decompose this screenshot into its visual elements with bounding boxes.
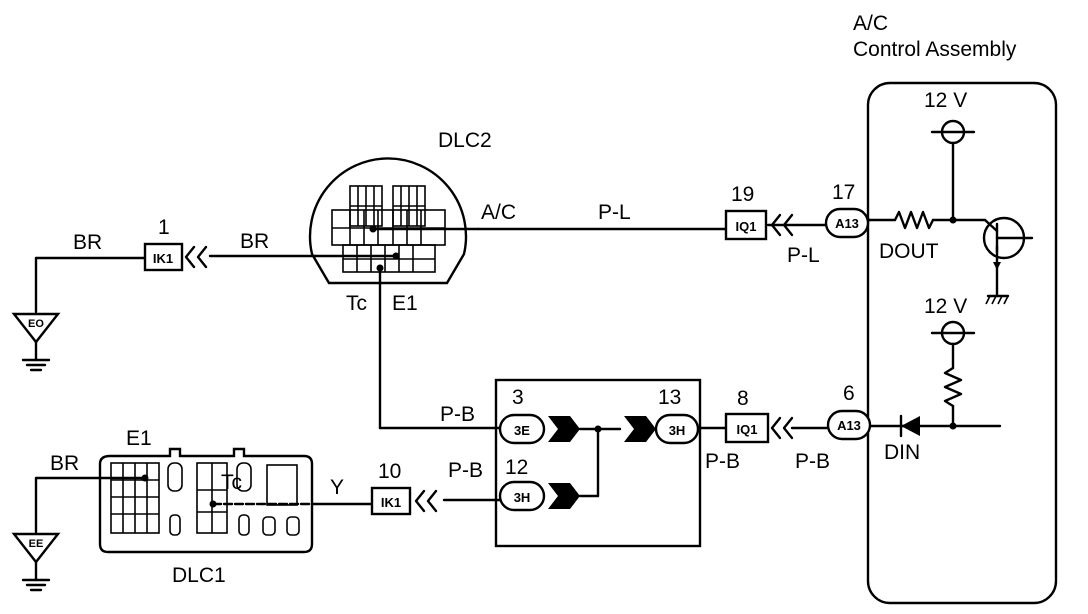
supply-12v-top-label: 12 V: [924, 89, 967, 112]
din-circuit: [864, 320, 1002, 438]
ground-eo-label: EO: [28, 318, 44, 330]
wire-y-label: Y: [330, 476, 344, 499]
ground-ee-label: EE: [29, 538, 44, 550]
dlc1-body: [98, 447, 314, 554]
connector-8-pin: 8: [737, 387, 749, 410]
dlc2-tc-label: Tc: [346, 292, 367, 315]
wire-br-ground-bottom-label: BR: [50, 452, 79, 475]
connector-17-code: A13: [835, 216, 859, 231]
connector-19-pin: 19: [731, 183, 754, 206]
control-assembly-title-1: A/C: [853, 12, 888, 35]
connector-17-pin: 17: [832, 181, 855, 204]
wire-pb-10-label: P-B: [448, 459, 483, 482]
connector-1-code: IK1: [153, 251, 173, 266]
connector-3-pin: 3: [512, 386, 524, 409]
dout-label: DOUT: [879, 240, 939, 263]
connector-8-code: IQ1: [737, 422, 758, 437]
junction-connector-block: 3 3E 13 3H 12 3H: [378, 266, 728, 548]
connector-13-pin: 13: [658, 386, 681, 409]
dlc1-connector: [98, 447, 314, 554]
wire-pl-conn-label: P-L: [787, 244, 820, 267]
connector-12-pin: 12: [505, 456, 528, 479]
dlc2-body: [308, 157, 468, 285]
connector-8: 8 IQ1: [724, 387, 830, 444]
dlc1-e1-label: E1: [126, 427, 152, 450]
control-assembly-title-2: Control Assembly: [853, 38, 1017, 61]
ac-control-assembly: A/C Control Assembly 12 V DOUT: [853, 12, 1058, 605]
connector-19: 19 IQ1: [724, 183, 794, 241]
dlc2-connector: [308, 157, 480, 285]
supply-12v-top-symbol: [930, 119, 976, 222]
din-pullup-resistor: [943, 366, 963, 408]
connector-13-code: 3H: [669, 423, 686, 438]
dlc2-e1-label: E1: [392, 292, 418, 315]
connector-19-code: IQ1: [736, 219, 757, 234]
supply-12v-bottom-label: 12 V: [924, 295, 967, 318]
connector-6-pin: 6: [843, 382, 855, 405]
wire-br-dlc2-label: BR: [240, 230, 269, 253]
connector-3-code: 3E: [514, 423, 530, 438]
connector-6-code: A13: [837, 418, 861, 433]
wire-br-ground-top-label: BR: [73, 231, 102, 254]
ground-eo: EO: [11, 312, 61, 372]
connector-1: 1 IK1: [143, 216, 208, 272]
wire-pb-tc-label: P-B: [440, 403, 475, 426]
dlc1-label: DLC1: [172, 564, 226, 587]
dlc2-ac-pin-label: A/C: [481, 201, 516, 224]
dout-circuit: [864, 210, 1034, 305]
wire-br-ground-top: [34, 256, 147, 314]
dout-resistor: [893, 210, 935, 230]
control-assembly-box: [866, 81, 1058, 605]
dlc2-label: DLC2: [438, 129, 492, 152]
connector-6: 6 A13: [826, 382, 872, 441]
connector-12-code: 3H: [514, 490, 531, 505]
connector-10-code: IK1: [381, 495, 401, 510]
ground-ee: EE: [11, 532, 61, 592]
connector-17: 17 A13: [824, 181, 870, 239]
wire-pl-main-label: P-L: [598, 201, 631, 224]
top-wiring: [34, 218, 872, 314]
bottom-wiring: [34, 476, 502, 534]
din-diode: [901, 416, 920, 436]
connector-10-pin: 10: [378, 460, 401, 483]
din-label: DIN: [884, 441, 920, 464]
wire-br-ground-bottom: [34, 476, 147, 534]
wire-pb-right-label: P-B: [795, 450, 830, 473]
dlc1-tc-label: Tc: [221, 471, 242, 494]
wire-pb-8-label: P-B: [705, 450, 740, 473]
connector-1-pin: 1: [158, 216, 170, 239]
connector-10: 10 IK1: [370, 460, 438, 516]
